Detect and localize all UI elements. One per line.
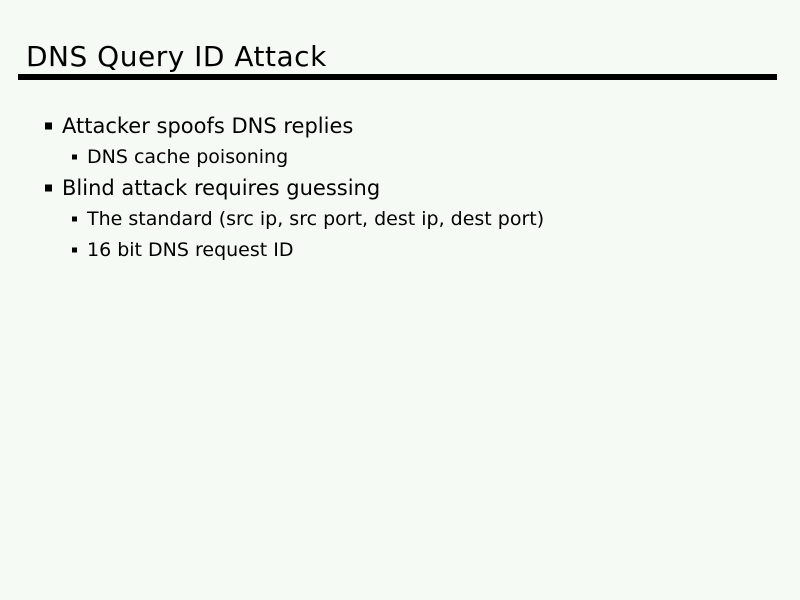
bullet-text: Attacker spoofs DNS replies [62, 113, 354, 138]
square-bullet-icon [72, 247, 77, 252]
bullet-item-level2: 16 bit DNS request ID [0, 234, 800, 265]
square-bullet-icon [72, 216, 77, 221]
bullet-item-level2: DNS cache poisoning [0, 141, 800, 172]
page-title: DNS Query ID Attack [26, 40, 327, 73]
bullet-list: Attacker spoofs DNS replies DNS cache po… [0, 110, 800, 265]
bullet-item-level1: Attacker spoofs DNS replies [0, 110, 800, 141]
bullet-item-level1: Blind attack requires guessing [0, 172, 800, 203]
bullet-text: DNS cache poisoning [87, 145, 289, 168]
square-bullet-icon [45, 184, 52, 191]
bullet-text: Blind attack requires guessing [62, 175, 381, 200]
bullet-text: 16 bit DNS request ID [87, 238, 294, 261]
bullet-item-level2: The standard (src ip, src port, dest ip,… [0, 203, 800, 234]
bullet-text: The standard (src ip, src port, dest ip,… [87, 207, 545, 230]
square-bullet-icon [72, 154, 77, 159]
square-bullet-icon [45, 122, 52, 129]
title-underline-rule [18, 74, 777, 80]
